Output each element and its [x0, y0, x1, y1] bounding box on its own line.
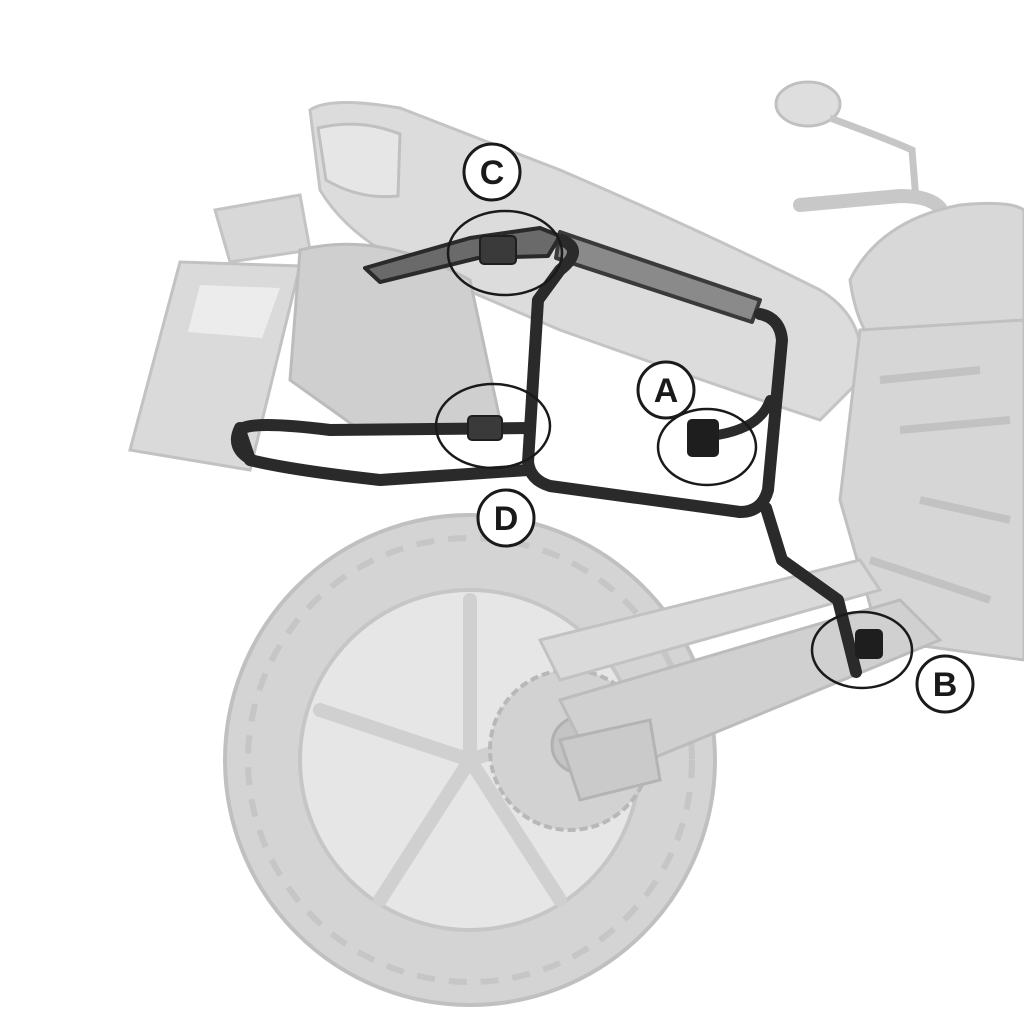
callout-rings: [434, 209, 914, 690]
upper-mounting-plate: [554, 230, 762, 324]
tail-light: [316, 122, 402, 199]
callout-label-c: C: [462, 142, 522, 202]
mirror-stem: [828, 114, 920, 201]
mirror: [774, 80, 842, 128]
mount-b-bolt: [855, 629, 883, 659]
callout-text-a: A: [654, 372, 679, 410]
mount-a-bolt: [687, 419, 719, 457]
callout-ring-d: [434, 382, 552, 470]
callout-label-b: B: [915, 654, 975, 714]
callout-ring-c: [446, 209, 564, 297]
callout-label-d: D: [476, 488, 536, 548]
callout-text-b: B: [933, 666, 958, 704]
rack-rear-tube: [231, 422, 258, 466]
tyre-tread-ring: [245, 535, 695, 985]
frame-tubes: [868, 366, 1011, 604]
rack-leg-b: [760, 502, 862, 678]
plate-highlight: [188, 285, 280, 338]
callout-badge-c: [462, 142, 522, 202]
mount-c-bolt: [479, 235, 517, 265]
axle-adjuster: [558, 718, 662, 802]
callout-badge-b: [915, 654, 975, 714]
pannier-rack: [231, 226, 883, 678]
callout-ring-b: [810, 610, 914, 690]
motorcycle-illustration: [128, 80, 1024, 1007]
callout-text-c: C: [480, 154, 505, 192]
licence-plate-holder: [213, 193, 312, 264]
engine-frame: [838, 318, 1024, 662]
callout-badge-d: [476, 488, 536, 548]
callout-label-a: A: [636, 360, 696, 420]
mount-d-bolt: [467, 415, 503, 441]
handlebar: [793, 188, 947, 215]
rack-front-loop: [734, 308, 788, 518]
callout-text-d: D: [494, 500, 519, 538]
chain-guard: [537, 558, 883, 682]
callout-badge-a: [636, 360, 696, 420]
callout-ring-a: [656, 407, 758, 487]
